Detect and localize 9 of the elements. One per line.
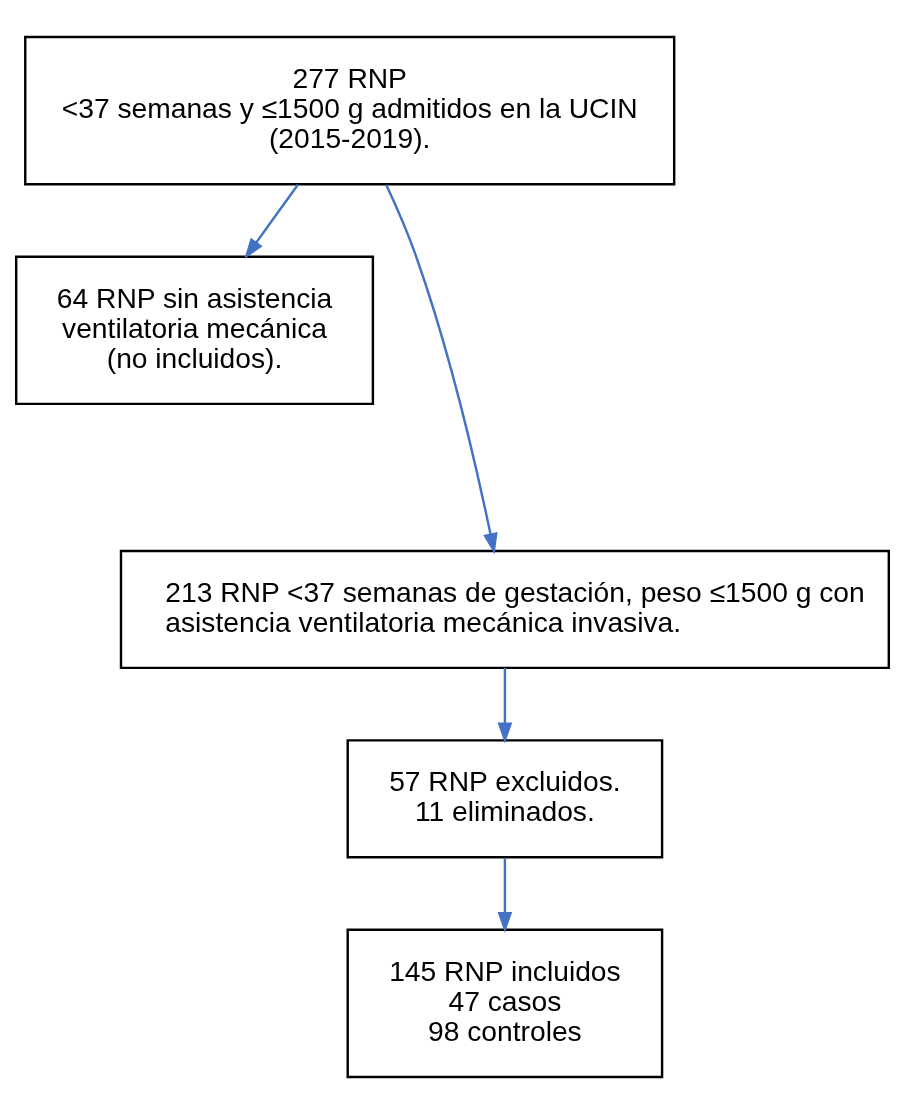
node-box: 145 RNP incluidos 47 casos 98 controles bbox=[346, 928, 664, 1079]
arrow bbox=[497, 668, 513, 744]
arrow bbox=[385, 184, 498, 555]
arrow bbox=[497, 857, 513, 933]
node-box: 277 RNP <37 semanas y ≤1500 g admitidos en la UCIN (2015-2019). bbox=[24, 35, 676, 186]
node-box: 213 RNP <37 semanas de gestación, peso ≤1500 g con asistencia ventilatoria mecánica invasiva. bbox=[119, 549, 890, 670]
arrow bbox=[244, 183, 300, 259]
node-box: 57 RNP excluidos. 11 eliminados. bbox=[346, 739, 664, 859]
node-box: 64 RNP sin asistencia ventilatoria mecánica (no incluidos). bbox=[15, 255, 375, 406]
